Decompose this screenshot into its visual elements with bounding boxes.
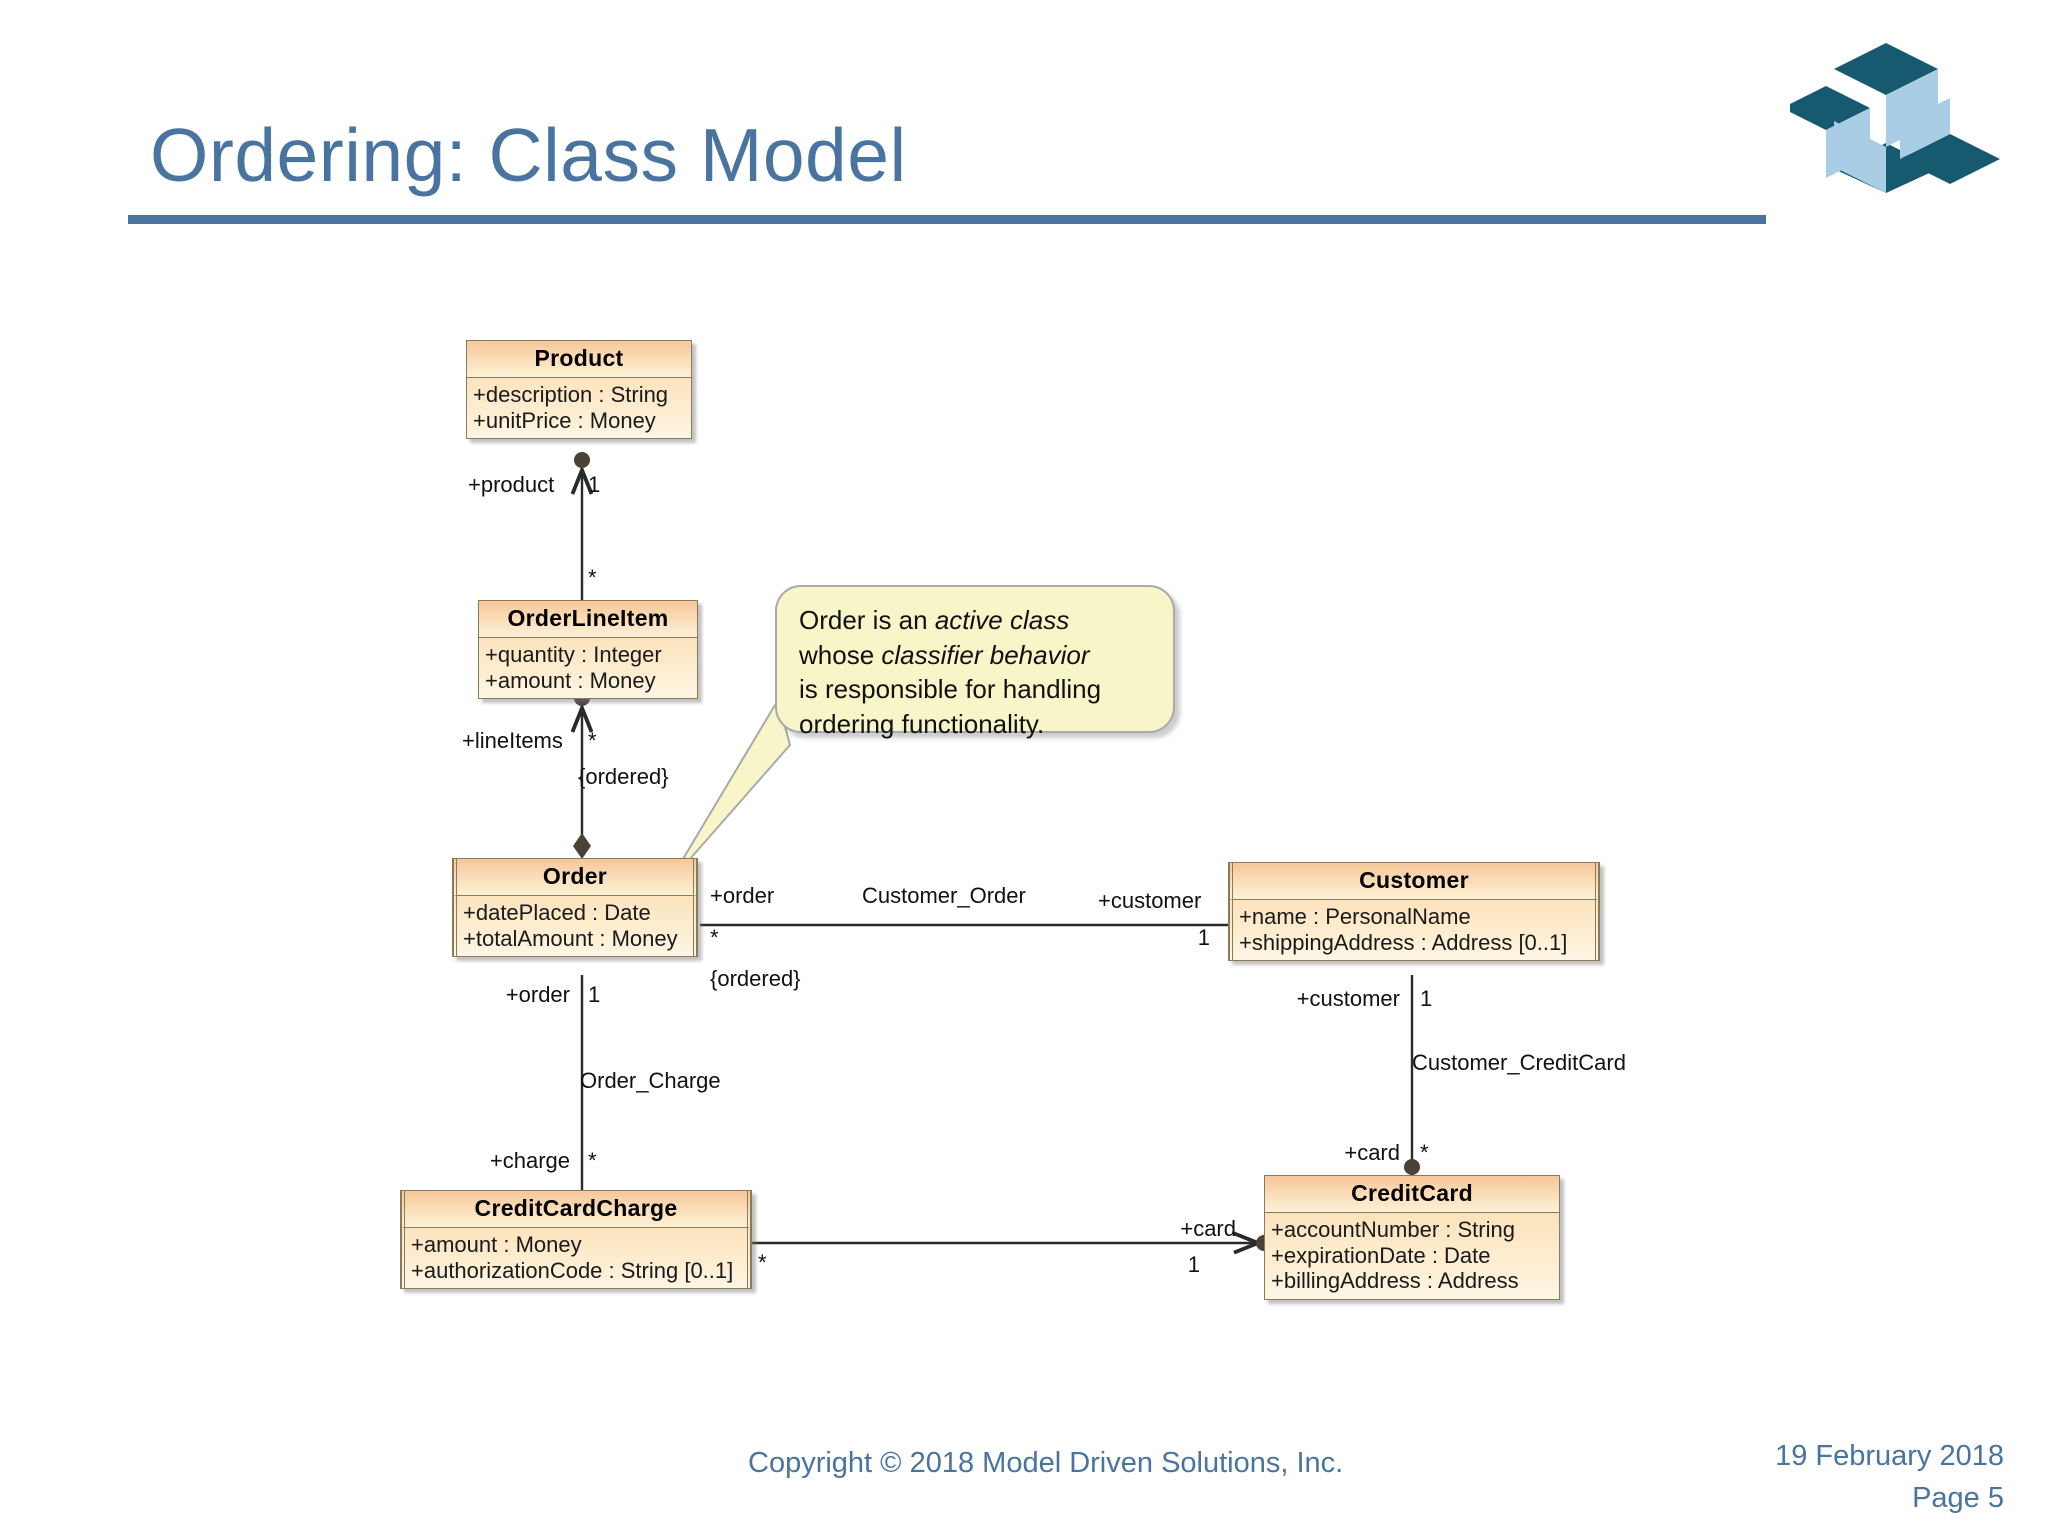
class-attributes-product: +description : String +unitPrice : Money <box>467 378 691 439</box>
edge-label-order-role-right: +order <box>710 883 775 908</box>
assoc-end-dot-product <box>574 452 590 468</box>
edge-label-customer-mult: 1 <box>1197 925 1210 950</box>
edge-label-lineitems-role: +lineItems <box>462 728 563 753</box>
class-box-product[interactable]: Product +description : String +unitPrice… <box>466 340 692 440</box>
edge-label-customer-mult-bottom: 1 <box>1420 986 1433 1011</box>
class-name-customer: Customer <box>1229 863 1599 900</box>
attribute-row: +expirationDate : Date <box>1271 1242 1491 1268</box>
class-attributes-customer: +name : PersonalName +shippingAddress : … <box>1229 900 1599 961</box>
class-box-order[interactable]: Order +datePlaced : Date +totalAmount : … <box>452 858 698 958</box>
edge-label-lineitem-star-top: * <box>588 565 597 590</box>
note-line: Order is an active class <box>799 605 1070 635</box>
attribute-row: +datePlaced : Date <box>463 900 651 925</box>
class-box-customer[interactable]: Customer +name : PersonalName +shippingA… <box>1228 862 1600 962</box>
attribute-row: +accountNumber : String <box>1271 1217 1515 1242</box>
logo-face-right <box>1900 98 1950 159</box>
edge-label-card-role-right: +card <box>1180 1216 1236 1241</box>
logo-diamond-left <box>1790 86 1870 130</box>
edge-label-card-mult-right: 1 <box>1187 1252 1200 1277</box>
edge-label-customer-role: +customer <box>1098 888 1202 913</box>
edge-label-order-mult-bottom: 1 <box>588 982 601 1007</box>
edge-label-charge-role: +charge <box>489 1148 570 1173</box>
assoc-end-dot-creditcard-top <box>1404 1159 1420 1175</box>
edge-label-customer-creditcard-name: Customer_CreditCard <box>1412 1050 1626 1075</box>
edge-label-order-role-bottom: +order <box>505 982 570 1007</box>
note-line: whose classifier behavior <box>799 639 1090 670</box>
class-box-orderlineitem[interactable]: OrderLineItem +quantity : Integer +amoun… <box>478 600 698 700</box>
attribute-row: +totalAmount : Money <box>463 925 678 951</box>
attribute-row: +billingAddress : Address <box>1271 1268 1519 1294</box>
title-underline-rule <box>128 215 1766 224</box>
edge-label-order-ordered-right: {ordered} <box>710 966 801 991</box>
note-order-active-class[interactable]: Order is an active class whose classifie… <box>775 585 1175 739</box>
edge-label-charge-mult: * <box>588 1148 597 1173</box>
edge-label-order-mult-right: * <box>710 925 719 950</box>
footer-copyright: Copyright © 2018 Model Driven Solutions,… <box>748 1447 1344 1479</box>
class-box-creditcard[interactable]: CreditCard +accountNumber : String +expi… <box>1264 1175 1560 1300</box>
note-line: ordering functionality. <box>799 708 1045 739</box>
class-name-creditcardcharge: CreditCardCharge <box>401 1191 751 1228</box>
attribute-row: +unitPrice : Money <box>473 407 656 433</box>
class-attributes-order: +datePlaced : Date +totalAmount : Money <box>453 896 697 957</box>
edge-label-product-mult: 1 <box>588 472 601 497</box>
edge-label-charge-star-right: * <box>758 1250 767 1275</box>
edge-label-customer-order-name: Customer_Order <box>862 883 1026 908</box>
edge-label-lineitems-ordered: {ordered} <box>578 764 669 789</box>
callout-tail <box>667 697 792 885</box>
class-name-orderlineitem: OrderLineItem <box>479 601 697 638</box>
edge-label-lineitems-mult: * <box>588 728 597 753</box>
attribute-row: +shippingAddress : Address [0..1] <box>1239 929 1568 955</box>
edge-label-customer-role-bottom: +customer <box>1296 986 1400 1011</box>
footer-date: 19 February 2018 <box>1775 1440 2004 1472</box>
attribute-row: +name : PersonalName <box>1239 904 1471 929</box>
class-attributes-creditcard: +accountNumber : String +expirationDate … <box>1265 1213 1559 1299</box>
attribute-row: +amount : Money <box>411 1232 582 1257</box>
edge-label-card-role-left: +card <box>1344 1140 1400 1165</box>
attribute-row: +description : String <box>473 382 669 407</box>
attribute-row: +authorizationCode : String [0..1] <box>411 1257 734 1283</box>
edge-label-product-role: +product <box>468 472 555 497</box>
attribute-row: +quantity : Integer <box>485 642 662 667</box>
edge-label-order-charge-name: Order_Charge <box>580 1068 721 1093</box>
composition-diamond-order <box>573 833 591 859</box>
note-line: is responsible for handling <box>799 674 1102 705</box>
class-attributes-creditcardcharge: +amount : Money +authorizationCode : Str… <box>401 1228 751 1289</box>
class-box-creditcardcharge[interactable]: CreditCardCharge +amount : Money +author… <box>400 1190 752 1290</box>
class-name-creditcard: CreditCard <box>1265 1176 1559 1213</box>
footer-page-number: Page 5 <box>1912 1482 2004 1514</box>
attribute-row: +amount : Money <box>485 667 656 693</box>
class-name-product: Product <box>467 341 691 378</box>
class-attributes-orderlineitem: +quantity : Integer +amount : Money <box>479 638 697 699</box>
page-title: Ordering: Class Model <box>150 113 907 197</box>
company-logo <box>1790 43 2000 193</box>
class-name-order: Order <box>453 859 697 896</box>
edge-label-card-mult-left: * <box>1420 1140 1429 1165</box>
logo-face-lower-center <box>1834 121 1886 193</box>
